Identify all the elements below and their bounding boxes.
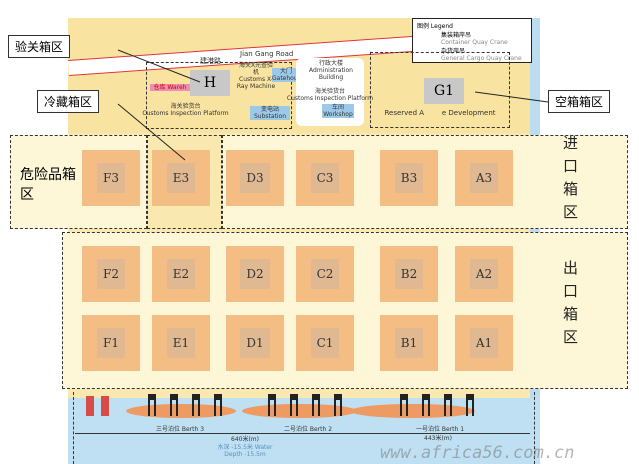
block-a1: A1 xyxy=(455,315,513,371)
container-crane-icon xyxy=(148,394,156,416)
hazard-label: 危险品箱区 xyxy=(20,167,76,203)
container-crane-icon xyxy=(170,394,178,416)
container-crane-icon xyxy=(444,394,452,416)
block-c1: C1 xyxy=(296,315,354,371)
block-label: F1 xyxy=(97,328,125,358)
block-a2: A2 xyxy=(455,246,513,302)
berth-3: 三号泊位 Berth 3 xyxy=(155,426,205,433)
length-443: 443米(m) xyxy=(424,435,452,442)
reefer-zone xyxy=(147,135,222,229)
general-crane-icon xyxy=(86,396,94,416)
berth-2: 二号泊位 Berth 2 xyxy=(283,426,333,433)
block-label: A2 xyxy=(469,259,499,289)
water-depth: 水深 -15.5米 Water Depth -15.5m xyxy=(217,444,273,458)
quay-frame xyxy=(73,392,535,464)
block-e2: E2 xyxy=(152,246,210,302)
reserved-development: Reserved A e Development xyxy=(384,109,496,117)
berth-1: 一号泊位 Berth 1 xyxy=(415,426,465,433)
legend-cc: Container Quay Crane xyxy=(441,39,508,46)
block-d2: D2 xyxy=(226,246,284,302)
block-d3: D3 xyxy=(226,150,284,206)
legend: 图例 Legend 集装箱岸吊 Container Quay Crane 杂货岸… xyxy=(412,18,532,63)
block-label: D1 xyxy=(240,328,270,358)
block-b2: B2 xyxy=(380,246,438,302)
inspection-zone xyxy=(146,62,292,129)
ship-berth-3 xyxy=(126,404,236,418)
block-h: H xyxy=(190,70,230,96)
block-f2: F2 xyxy=(82,246,140,302)
block-label: F3 xyxy=(97,163,125,193)
dimension-line xyxy=(75,433,530,434)
container-crane-icon xyxy=(192,394,200,416)
block-label: B1 xyxy=(394,328,424,358)
legend-cc-cn: 集装箱岸吊 xyxy=(441,32,472,39)
length-640: 640米(m) xyxy=(231,436,259,443)
callout-empty: 空箱箱区 xyxy=(548,90,611,113)
block-d1: D1 xyxy=(226,315,284,371)
legend-title: 图例 Legend xyxy=(417,23,453,30)
block-label: D2 xyxy=(240,259,270,289)
container-crane-icon xyxy=(422,394,430,416)
block-label: D3 xyxy=(240,163,270,193)
block-label: F2 xyxy=(97,259,125,289)
general-crane-icon xyxy=(101,396,109,416)
ship-berth-1 xyxy=(350,404,475,418)
legend-gc: General Cargo Quay Crane xyxy=(441,55,522,62)
legend-gc-cn: 杂货岸吊 xyxy=(441,48,466,55)
road-label: Jian Gang Road xyxy=(240,50,294,58)
block-g1: G1 xyxy=(424,78,464,104)
block-f1: F1 xyxy=(82,315,140,371)
block-label: E1 xyxy=(166,328,196,358)
warehouse: 仓库 Wareh xyxy=(150,84,190,91)
container-crane-icon xyxy=(312,394,320,416)
callout-inspection: 验关箱区 xyxy=(8,35,71,58)
block-label: C1 xyxy=(310,328,340,358)
block-label: B2 xyxy=(394,259,424,289)
container-crane-icon xyxy=(334,394,342,416)
block-label: E3 xyxy=(166,163,196,193)
container-crane-icon xyxy=(466,394,474,416)
block-b1: B1 xyxy=(380,315,438,371)
block-label: E2 xyxy=(166,259,196,289)
block-c2: C2 xyxy=(296,246,354,302)
export-label: 出口箱区 xyxy=(561,260,579,352)
container-crane-icon xyxy=(290,394,298,416)
block-label: C3 xyxy=(310,163,340,193)
container-crane-icon xyxy=(268,394,276,416)
callout-reefer: 冷藏箱区 xyxy=(37,90,100,113)
block-label: A1 xyxy=(469,328,499,358)
road-label-cn: 建港路 xyxy=(200,57,221,65)
block-label: C2 xyxy=(310,259,340,289)
block-b3: B3 xyxy=(380,150,438,206)
block-a3: A3 xyxy=(455,150,513,206)
block-e3: E3 xyxy=(152,150,210,206)
empty-container-zone xyxy=(370,52,510,128)
block-c3: C3 xyxy=(296,150,354,206)
watermark: www.africa56.com.cn xyxy=(380,443,575,463)
ship-berth-2 xyxy=(242,404,357,418)
block-e1: E1 xyxy=(152,315,210,371)
container-crane-icon xyxy=(214,394,222,416)
import-label: 进口箱区 xyxy=(561,135,579,227)
block-label: A3 xyxy=(469,163,499,193)
block-f3: F3 xyxy=(82,150,140,206)
block-label: B3 xyxy=(394,163,424,193)
container-crane-icon xyxy=(400,394,408,416)
